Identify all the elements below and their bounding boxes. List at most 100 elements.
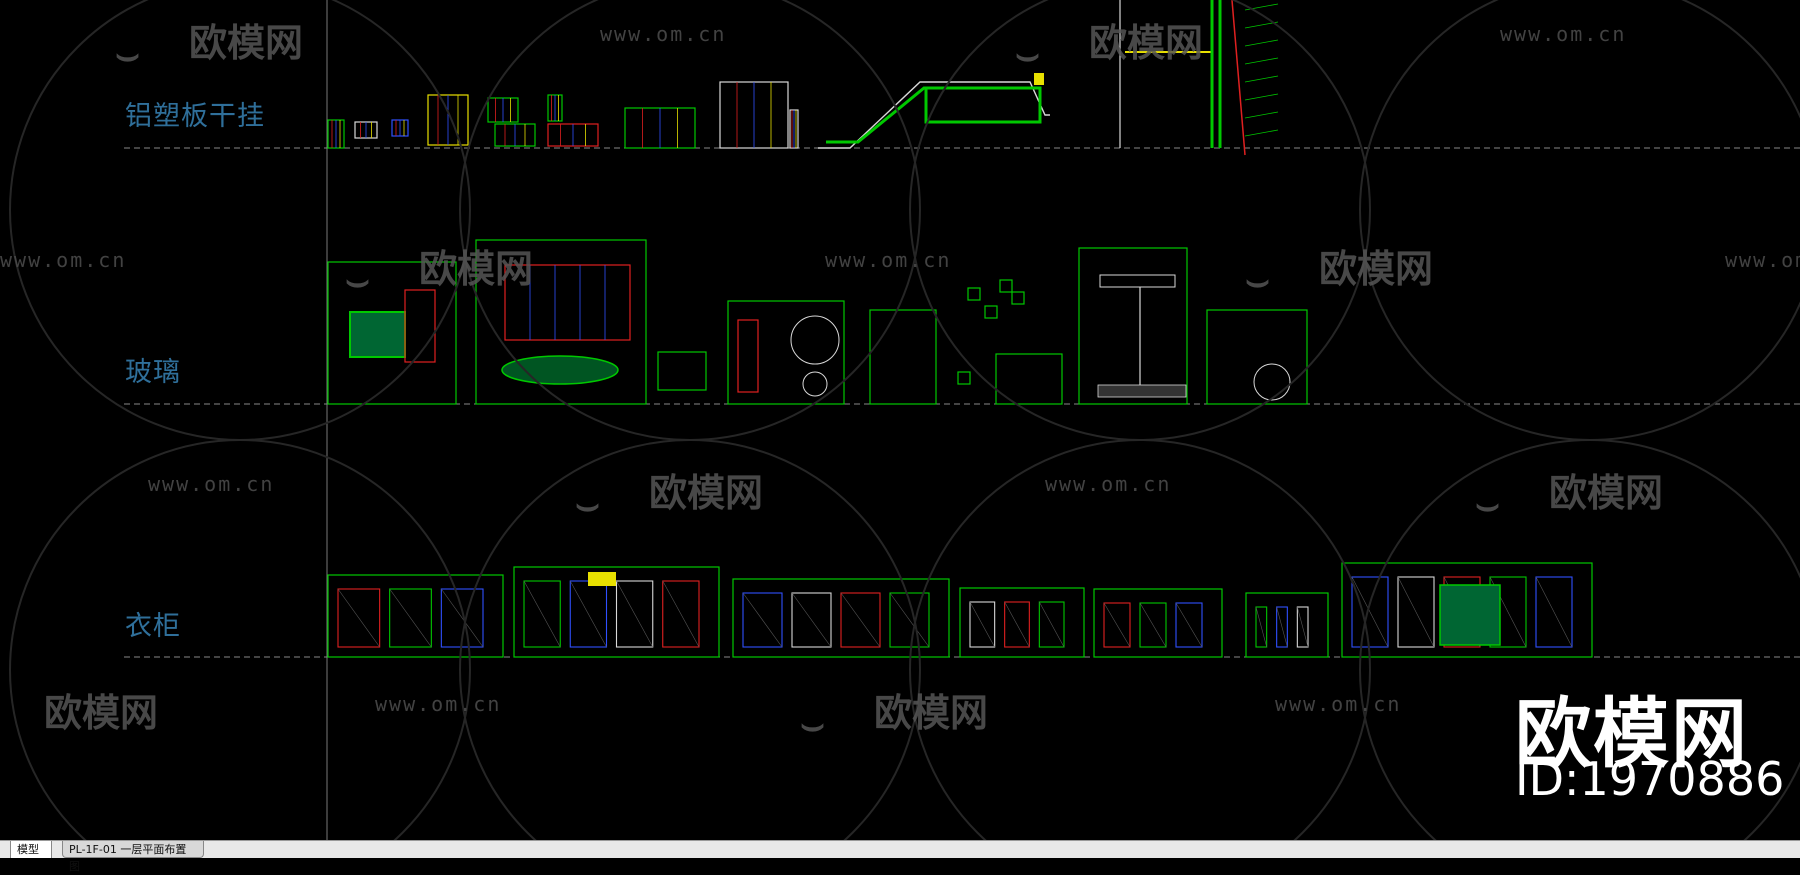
wardrobe-elevation [615, 580, 654, 648]
wardrobe-elevation [1039, 601, 1065, 648]
cad-model-space[interactable]: ⌣欧模网 www.om.cn ⌣欧模网 www.om.cn www.om.cn … [0, 0, 1800, 840]
drawing-frame [1078, 247, 1188, 405]
wardrobe-elevation [523, 580, 561, 648]
wall-section [1244, 75, 1279, 83]
glass-detail [790, 315, 840, 365]
small-detail [999, 279, 1013, 293]
drawing-frame [959, 587, 1085, 658]
layout-tab-bar: 模型 PL-1F-01 一层平面布置图 [0, 840, 1800, 873]
wardrobe-elevation [889, 592, 930, 648]
wardrobe-elevation [662, 580, 700, 648]
brand-id: ID:1970886 [1515, 752, 1785, 806]
tab-layout-pl-1f-01[interactable]: PL-1F-01 一层平面布置图 [62, 841, 204, 873]
watermark-url: www.om.cn [1500, 22, 1627, 46]
watermark-url: www.om.cn [1045, 472, 1172, 496]
glass-detail [1253, 363, 1291, 401]
wardrobe-elevation [742, 592, 783, 648]
wardrobe-elevation [889, 592, 930, 648]
wall-section [1231, 0, 1246, 156]
wardrobe-elevation [337, 588, 381, 648]
stair-section [826, 86, 1042, 144]
glass-detail [737, 319, 759, 393]
wardrobe-elevation [969, 601, 995, 648]
small-detail [1011, 291, 1025, 305]
drawing-frame [1206, 309, 1308, 405]
cad-drawing [124, 0, 1800, 840]
drawing-frame [513, 566, 720, 658]
wall-section [1244, 111, 1279, 119]
wardrobe-elevation [1439, 584, 1501, 646]
watermark-logo: ⌣欧模网 [1015, 21, 1204, 76]
watermark-circles [9, 0, 1800, 840]
drawing-frame [475, 239, 647, 405]
drawing-frame [657, 351, 707, 391]
wardrobe-elevation [616, 580, 654, 648]
wall-section [1244, 39, 1279, 47]
wardrobe-elevation [1397, 576, 1435, 648]
watermark-logo: ⌣欧模网 [575, 471, 764, 526]
wardrobe-elevation [569, 580, 607, 648]
wardrobe-elevation [1004, 601, 1030, 648]
wardrobe-elevation [1175, 602, 1203, 648]
row-label-glass: 玻璃 [125, 357, 181, 388]
wardrobe-elevation [742, 592, 783, 648]
wardrobe-elevation [441, 588, 484, 648]
small-detail [957, 371, 971, 385]
glass-detail [802, 371, 828, 397]
wardrobe-elevation [1535, 576, 1573, 648]
glass-detail [349, 311, 406, 358]
wall-section [1244, 93, 1279, 101]
wardrobe-elevation [840, 592, 881, 648]
stair-section [818, 81, 1050, 149]
wardrobe-elevation [1351, 576, 1389, 648]
drawing-frame [1341, 562, 1593, 658]
watermark-url: www.om.cn [375, 692, 502, 716]
tab-model[interactable]: 模型 [10, 841, 52, 858]
wardrobe-elevation [588, 572, 616, 586]
wardrobe-elevation [1297, 606, 1309, 648]
small-detail [967, 287, 981, 301]
drawing-frame [327, 574, 504, 658]
drawing-frame [1245, 592, 1329, 658]
wardrobe-elevation [1139, 602, 1167, 648]
wall-section [1244, 129, 1279, 137]
watermark-url: www.om.cn [600, 22, 727, 46]
wardrobe-elevation [1255, 606, 1267, 648]
small-detail [984, 305, 998, 319]
wardrobe-elevation [1103, 602, 1131, 648]
watermark-logo: ⌣欧模网 [1245, 247, 1434, 302]
watermark-logo: ⌣欧模网 [800, 691, 989, 746]
watermark-url: www.om.cn [1725, 248, 1800, 272]
wardrobe-elevation [791, 592, 832, 648]
wardrobe-elevation [337, 588, 380, 648]
drawing-frame [732, 578, 950, 658]
wardrobe-elevation [440, 588, 484, 648]
stair-section [1034, 73, 1044, 85]
watermark-url: www.om.cn [148, 472, 275, 496]
wardrobe-elevation [1255, 606, 1268, 648]
wardrobe-elevation [1038, 601, 1065, 648]
wardrobe-elevation [1397, 576, 1435, 648]
wardrobe-elevation [969, 601, 996, 648]
watermark-logo: ⌣欧模网 [345, 247, 534, 302]
wardrobe-elevation [662, 580, 700, 648]
wardrobe-elevation [1175, 602, 1203, 648]
wardrobe-elevation [1535, 576, 1573, 648]
row-label-aluminum-panel: 铝塑板干挂 [125, 101, 265, 132]
watermark-url: www.om.cn [0, 248, 127, 272]
wardrobe-elevation [389, 588, 432, 648]
wall-section [1244, 57, 1279, 65]
drawing-frame [995, 353, 1063, 405]
glass-detail [1097, 384, 1187, 398]
wardrobe-elevation [1103, 602, 1131, 648]
wardrobe-elevation [840, 592, 881, 648]
glass-detail [404, 289, 436, 363]
wardrobe-elevation [389, 588, 432, 648]
glass-detail [1099, 274, 1176, 288]
drawing-frame [327, 261, 457, 405]
wardrobe-elevation [1276, 606, 1288, 648]
wardrobe-elevation [1351, 576, 1389, 648]
wardrobe-elevation [523, 580, 561, 648]
watermark-logo: ⌣欧模网 [44, 691, 159, 735]
watermark-logo: ⌣欧模网 [115, 21, 304, 76]
